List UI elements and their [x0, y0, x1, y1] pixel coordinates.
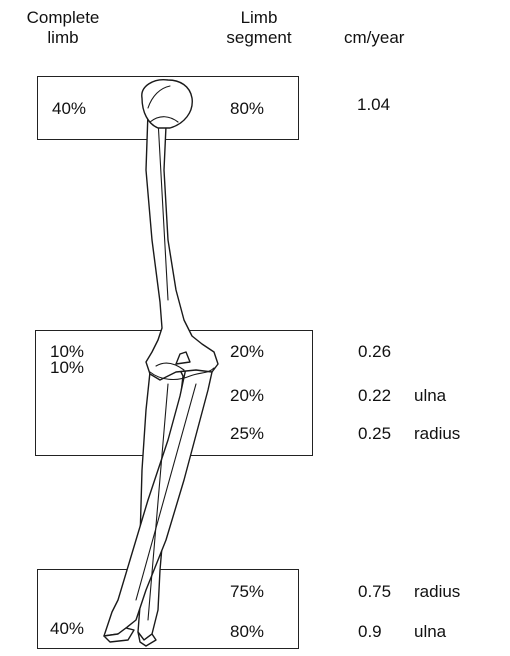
wrist-row1-rate: 0.75	[358, 582, 391, 602]
elbow-row2-complete-limb: 10%	[50, 358, 84, 378]
wrist-row1-limb-segment: 75%	[230, 582, 264, 602]
elbow-row3-limb-segment: 25%	[230, 424, 264, 444]
upper-limb-segment-value: 80%	[230, 99, 264, 119]
elbow-row3-rate: 0.25	[358, 424, 391, 444]
wrist-row2-rate: 0.9	[358, 622, 382, 642]
elbow-row3-bone-label: radius	[414, 424, 460, 444]
wrist-row1-bone-label: radius	[414, 582, 460, 602]
elbow-row1-rate: 0.26	[358, 342, 391, 362]
humerus-bone	[146, 112, 218, 380]
elbow-row2-limb-segment: 20%	[230, 386, 264, 406]
wrist-row2-limb-segment: 80%	[230, 622, 264, 642]
elbow-row2-bone-label: ulna	[414, 386, 446, 406]
elbow-row2-rate: 0.22	[358, 386, 391, 406]
upper-complete-limb-value: 40%	[52, 99, 86, 119]
wrist-row2-complete-limb: 40%	[50, 619, 84, 639]
wrist-row2-bone-label: ulna	[414, 622, 446, 642]
elbow-row1-limb-segment: 20%	[230, 342, 264, 362]
upper-rate-value: 1.04	[357, 95, 390, 115]
